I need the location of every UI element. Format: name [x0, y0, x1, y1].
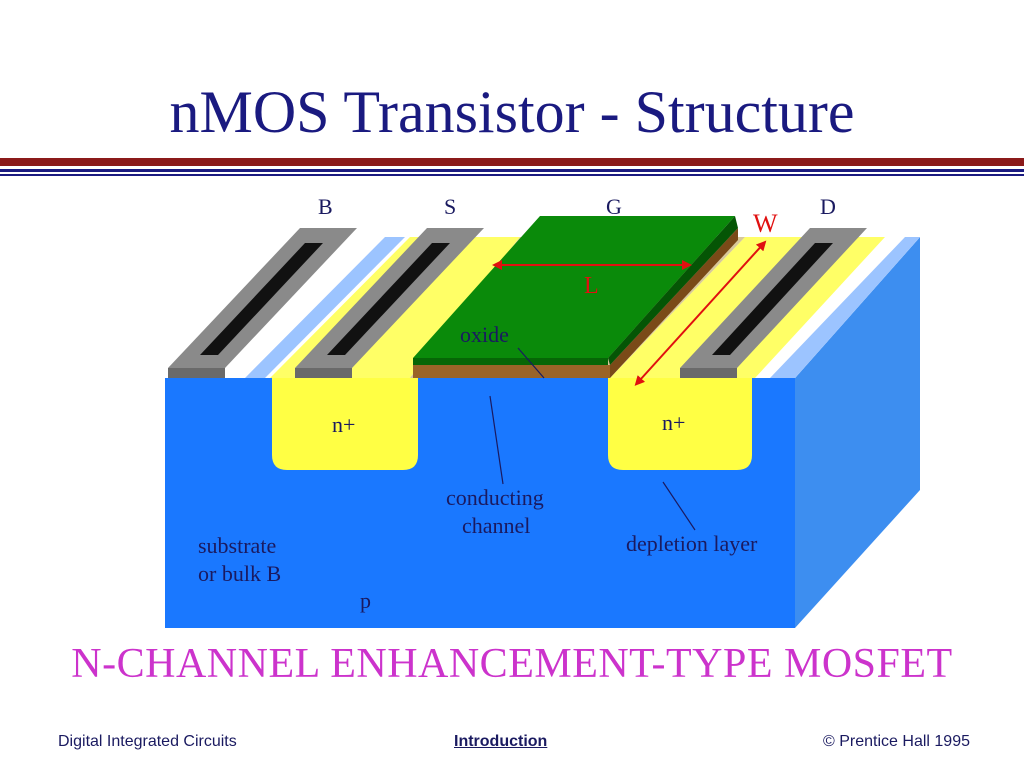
- slide-caption: N-CHANNEL ENHANCEMENT-TYPE MOSFET: [71, 641, 953, 687]
- p-type-label: p: [360, 588, 371, 613]
- substrate-label-line1: substrate: [198, 533, 276, 558]
- right-edge-strip: [770, 237, 920, 378]
- source-metal-front: [295, 368, 352, 378]
- drain-metal-front: [680, 368, 737, 378]
- length-dimension-label: L: [584, 273, 599, 299]
- conducting-channel-label-line1: conducting: [446, 485, 544, 510]
- bulk-metal-front: [168, 368, 225, 378]
- terminal-label-bulk: B: [318, 194, 333, 219]
- drain-n-plus-label: n+: [662, 410, 685, 435]
- source-contact-via: [327, 243, 450, 355]
- terminal-label-gate: G: [606, 194, 622, 219]
- source-n-plus-text: n+: [332, 412, 355, 437]
- substrate-side-face: [795, 237, 920, 628]
- conducting-channel-label-line2: channel: [462, 513, 530, 538]
- footer-course-title: Digital Integrated Circuits: [58, 733, 237, 750]
- title-divider-navy: [0, 169, 1024, 172]
- oxide-label: oxide: [460, 322, 509, 347]
- title-divider-red: [0, 158, 1024, 166]
- source-n-plus-well: [272, 378, 418, 470]
- source-n-plus-label: n+: [332, 412, 355, 437]
- slide-title: nMOS Transistor - Structure: [169, 79, 855, 145]
- terminal-label-source: S: [444, 194, 456, 219]
- gate-poly-front: [413, 358, 608, 365]
- drain-n-plus-text: n+: [662, 410, 685, 435]
- depletion-layer-label: depletion layer: [626, 531, 758, 556]
- bulk-contact-via: [200, 243, 323, 355]
- title-divider-gap: [0, 166, 1024, 169]
- footer-copyright: © Prentice Hall 1995: [823, 733, 970, 750]
- gate-oxide: [413, 365, 610, 378]
- width-dimension-arrow: [634, 240, 767, 386]
- substrate-label-line2: or bulk B: [198, 561, 281, 586]
- bulk-contact-strip: [245, 237, 405, 378]
- channel-leader-line: [489, 395, 504, 485]
- terminal-label-drain: D: [820, 194, 836, 219]
- footer-section-link[interactable]: Introduction: [454, 733, 548, 750]
- width-dimension-label: W: [753, 209, 778, 238]
- title-divider-navy-thin: [0, 174, 1024, 176]
- oxide-leader-line: [517, 347, 545, 379]
- depletion-leader-line: [662, 481, 696, 531]
- drain-n-plus-well: [608, 378, 752, 470]
